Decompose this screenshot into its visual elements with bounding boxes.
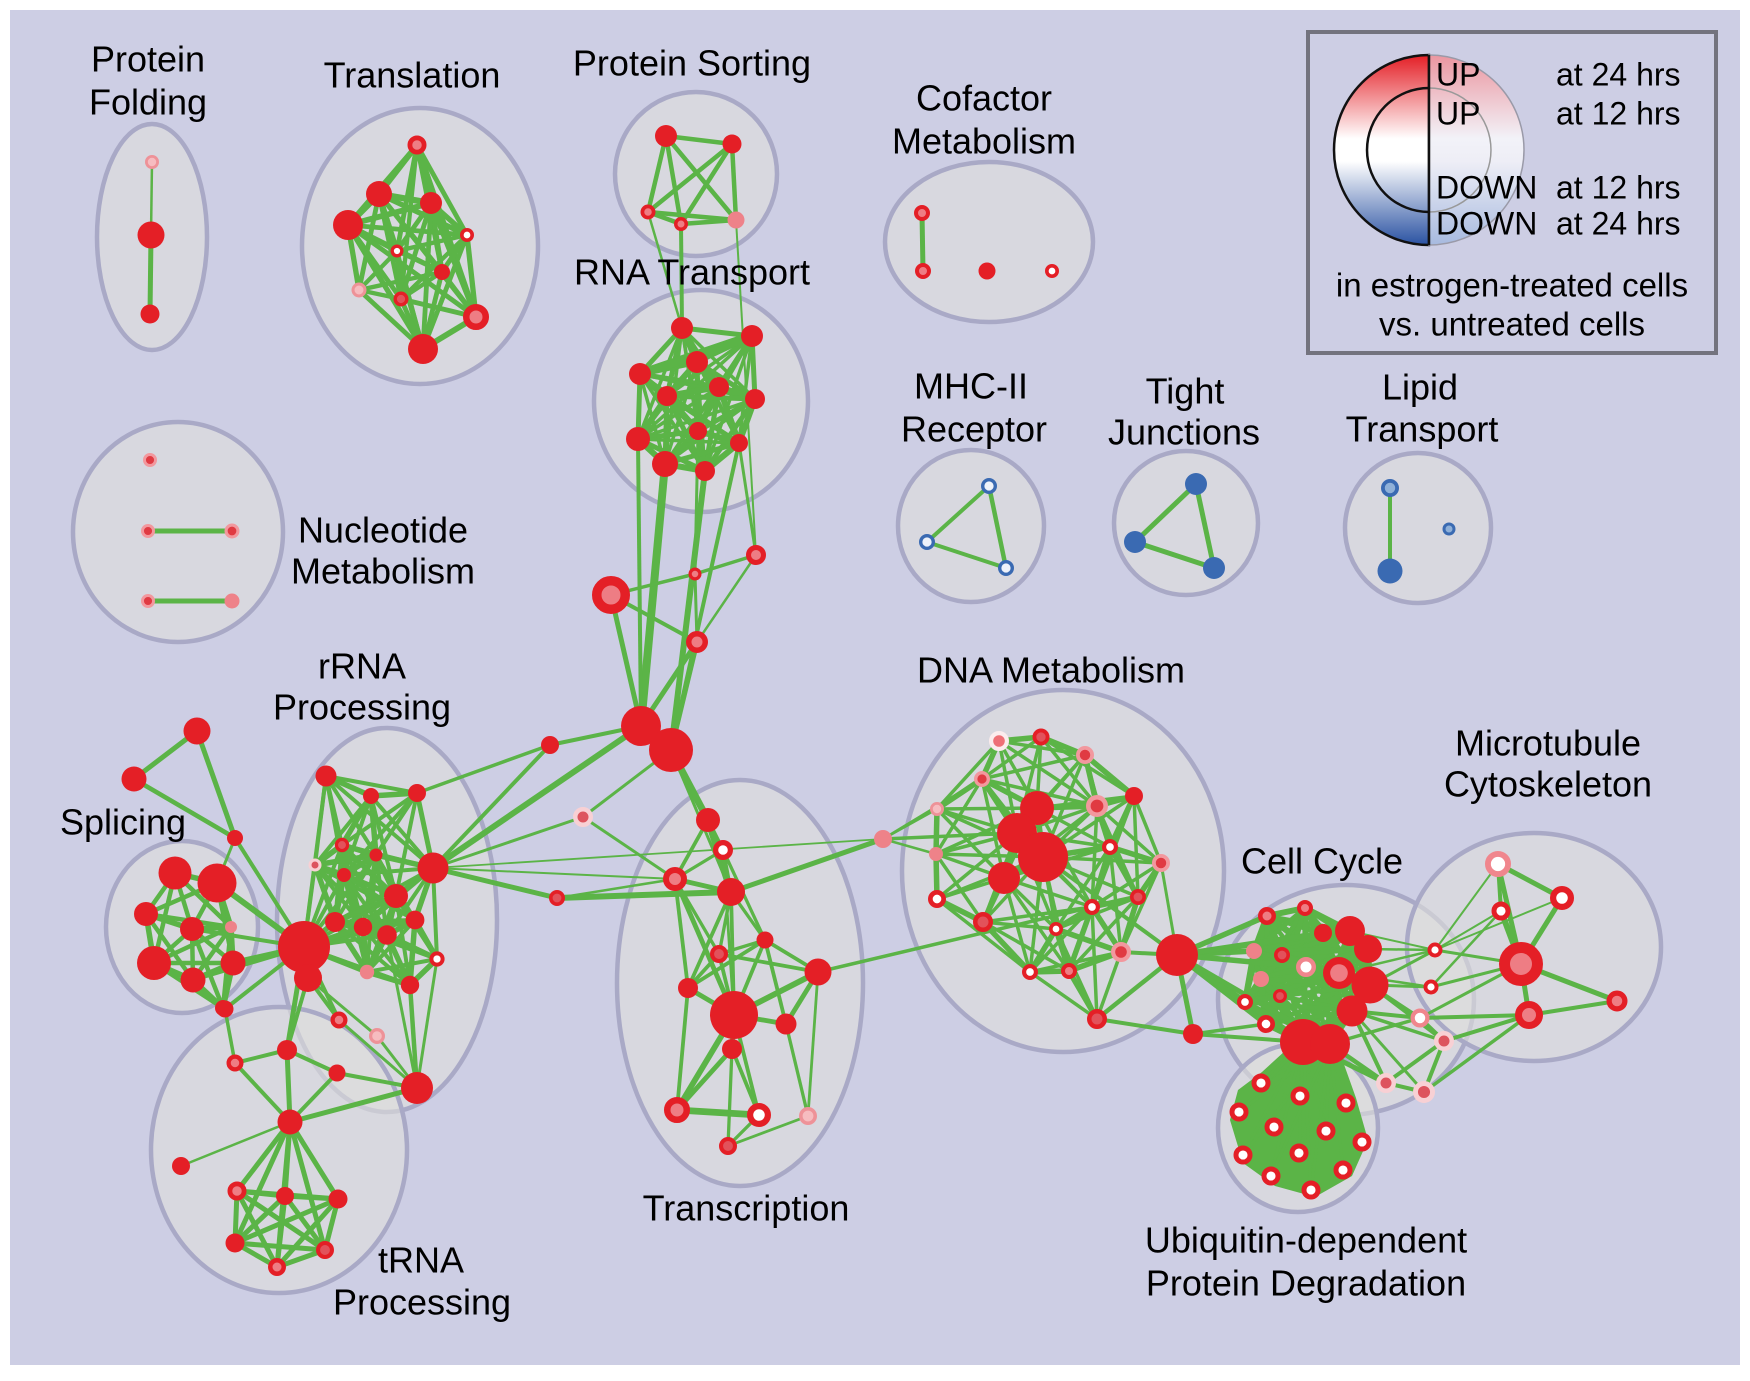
svg-text:Microtubule: Microtubule [1455,723,1641,764]
svg-text:at 12 hrs: at 12 hrs [1556,95,1681,131]
svg-text:Junctions: Junctions [1108,412,1260,453]
svg-text:Translation: Translation [324,55,501,96]
svg-text:Tight: Tight [1146,371,1225,412]
svg-text:Folding: Folding [89,82,207,123]
svg-text:RNA Transport: RNA Transport [574,252,810,293]
svg-text:Lipid: Lipid [1382,367,1458,408]
svg-text:Metabolism: Metabolism [291,551,475,592]
svg-text:Protein: Protein [91,39,205,80]
svg-text:Transcription: Transcription [643,1188,850,1229]
svg-text:vs. untreated cells: vs. untreated cells [1379,306,1645,343]
svg-text:Transport: Transport [1346,409,1499,450]
svg-text:Processing: Processing [333,1282,511,1323]
svg-text:rRNA: rRNA [318,646,406,687]
svg-text:at 12 hrs: at 12 hrs [1556,169,1681,205]
svg-text:at 24 hrs: at 24 hrs [1556,56,1681,92]
svg-text:DOWN: DOWN [1436,169,1537,205]
svg-text:Receptor: Receptor [901,409,1047,450]
svg-text:Nucleotide: Nucleotide [298,510,468,551]
svg-text:Cofactor: Cofactor [916,78,1052,119]
svg-text:at 24 hrs: at 24 hrs [1556,205,1681,241]
svg-text:in estrogen-treated cells: in estrogen-treated cells [1336,267,1688,304]
svg-text:Splicing: Splicing [60,802,186,843]
svg-text:Metabolism: Metabolism [892,121,1076,162]
svg-text:Protein Sorting: Protein Sorting [573,43,811,84]
svg-text:Cytoskeleton: Cytoskeleton [1444,764,1652,805]
svg-text:MHC-II: MHC-II [914,366,1028,407]
svg-text:UP: UP [1436,95,1480,131]
svg-text:UP: UP [1436,56,1480,92]
svg-text:DOWN: DOWN [1436,205,1537,241]
svg-text:Processing: Processing [273,687,451,728]
svg-text:tRNA: tRNA [378,1240,464,1281]
svg-text:Cell Cycle: Cell Cycle [1241,841,1403,882]
svg-text:DNA Metabolism: DNA Metabolism [917,650,1185,691]
svg-text:Ubiquitin-dependent: Ubiquitin-dependent [1145,1220,1467,1261]
svg-text:Protein Degradation: Protein Degradation [1146,1263,1466,1304]
